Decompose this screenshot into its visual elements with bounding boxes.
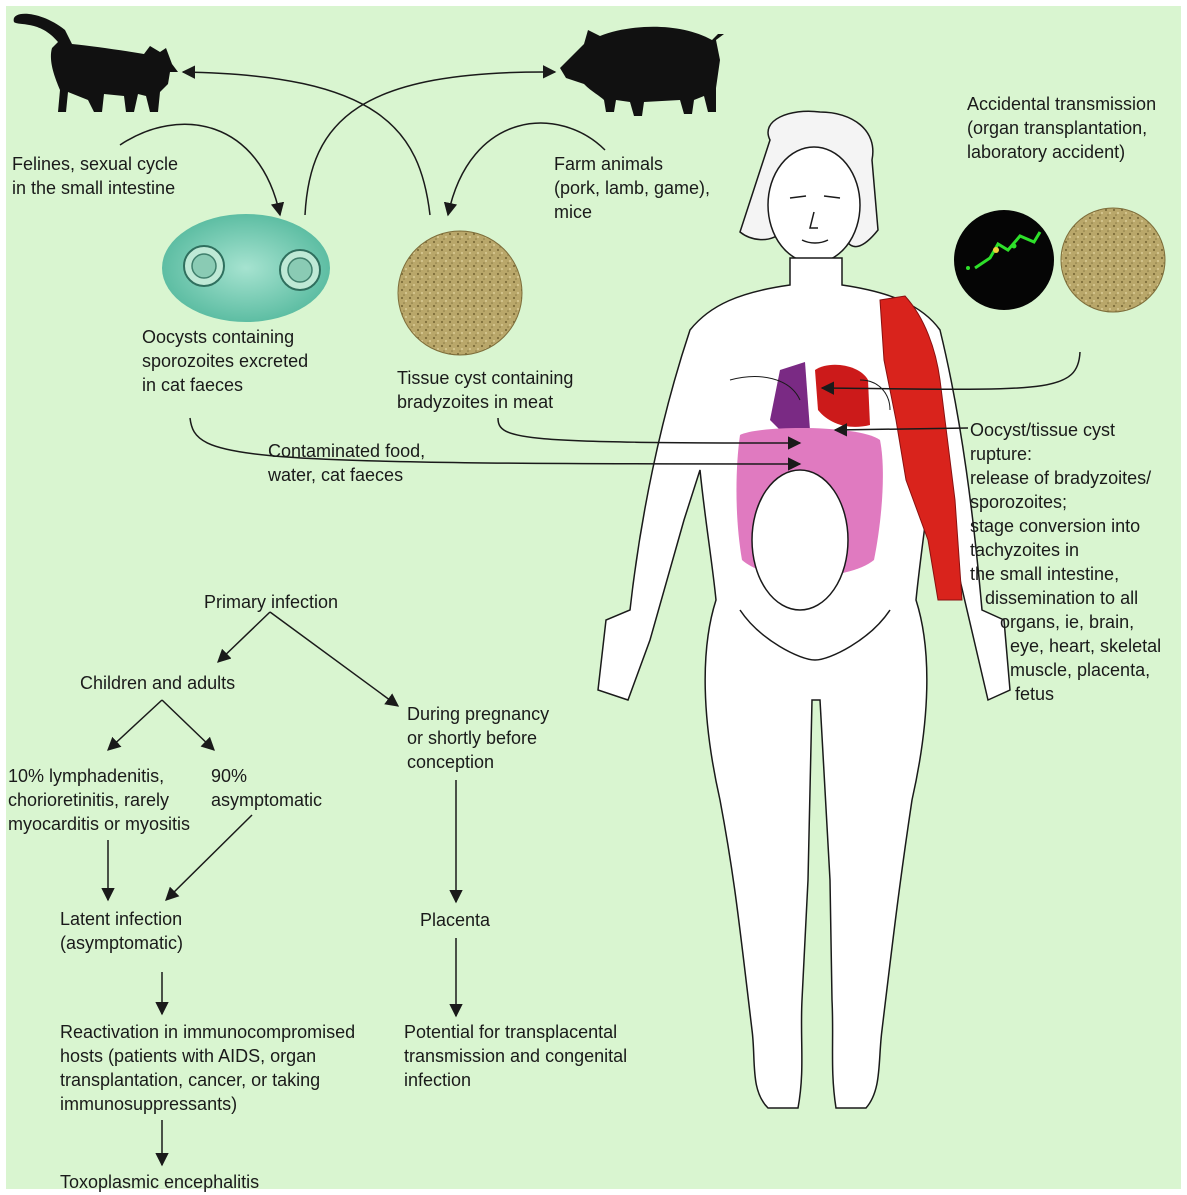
fluorescent-micrograph <box>954 210 1054 310</box>
transplacental-label: Potential for transplacental transmissio… <box>404 1020 627 1092</box>
primary-infection-label: Primary infection <box>204 590 338 614</box>
oocyst-micrograph <box>162 214 330 322</box>
contaminated-food-label: Contaminated food, water, cat faeces <box>268 439 425 487</box>
cyst-micrograph-small <box>1061 208 1165 312</box>
cat-silhouette-icon <box>14 14 178 112</box>
children-adults-label: Children and adults <box>80 671 235 695</box>
accidental-transmission-label: Accidental transmission (organ transplan… <box>967 92 1156 164</box>
tissue-cyst-label: Tissue cyst containing bradyzoites in me… <box>397 366 573 414</box>
placenta-label: Placenta <box>420 908 490 932</box>
latent-infection-label: Latent infection (asymptomatic) <box>60 907 183 955</box>
felines-label: Felines, sexual cycle in the small intes… <box>12 152 178 200</box>
encephalitis-label: Toxoplasmic encephalitis <box>60 1170 259 1194</box>
cyst-rupture-label: Oocyst/tissue cyst rupture: release of b… <box>970 418 1161 706</box>
farm-animals-label: Farm animals (pork, lamb, game), mice <box>554 152 710 224</box>
asymptomatic-label: 90% asymptomatic <box>211 764 322 812</box>
oocysts-label: Oocysts containing sporozoites excreted … <box>142 325 308 397</box>
pig-silhouette-icon <box>560 27 724 116</box>
pregnancy-label: During pregnancy or shortly before conce… <box>407 702 549 774</box>
reactivation-label: Reactivation in immunocompromised hosts … <box>60 1020 355 1116</box>
tissue-cyst-micrograph <box>398 231 522 355</box>
symptomatic-label: 10% lymphadenitis, chorioretinitis, rare… <box>8 764 190 836</box>
